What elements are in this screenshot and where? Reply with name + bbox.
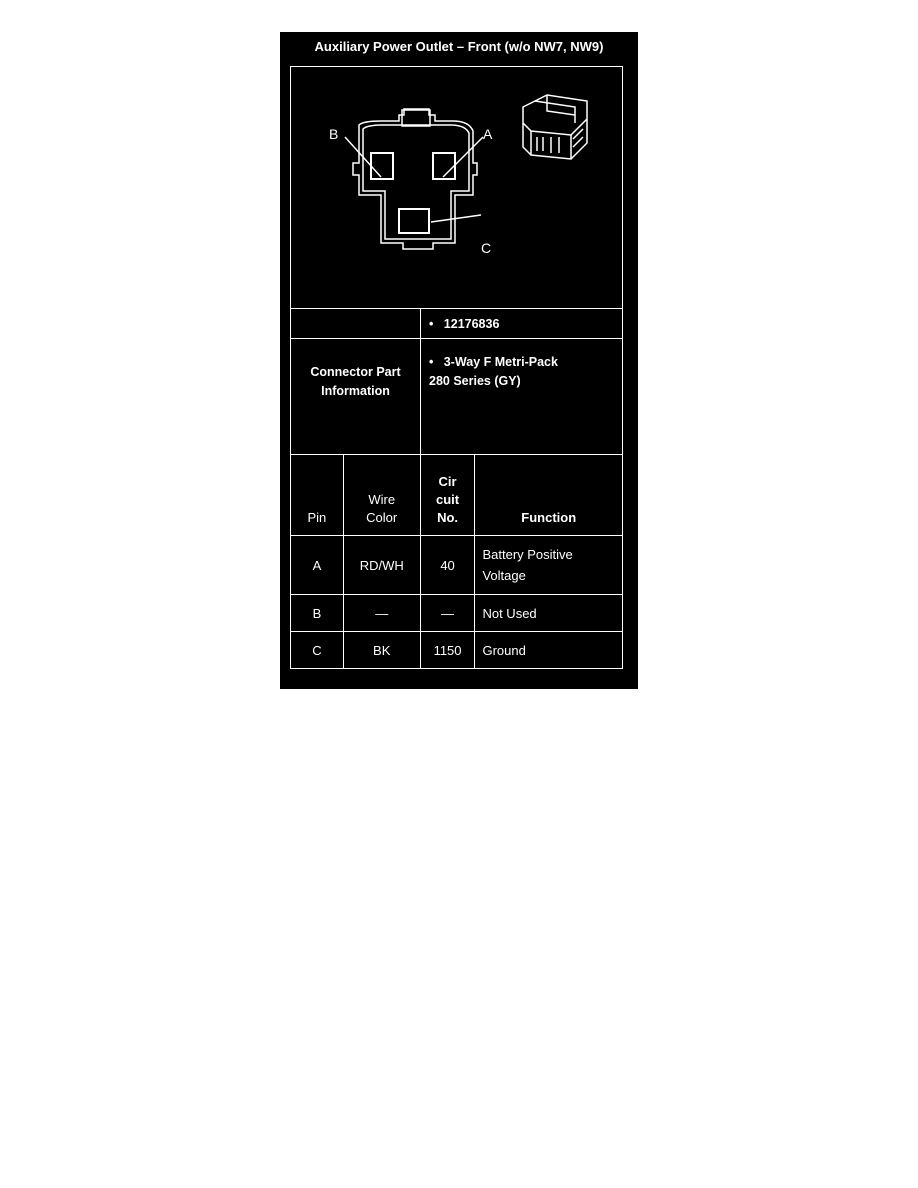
connector-latch (401, 109, 431, 127)
terminal-c (398, 208, 430, 234)
table-row: C BK 1150 Ground (290, 631, 623, 669)
cell-pin: C (290, 631, 344, 669)
cell-function: Not Used (474, 594, 623, 632)
cell-pin: B (290, 594, 344, 632)
connector-face-outline (352, 108, 478, 250)
cell-wire-color: — (342, 594, 421, 632)
cell-pin: A (290, 535, 344, 595)
leader-a (442, 136, 484, 178)
leader-c (430, 214, 482, 223)
connector-info-label-line2: Information (321, 384, 390, 398)
callout-a: A (483, 126, 493, 142)
cell-circuit: 1150 (419, 631, 476, 669)
callout-c: C (481, 240, 491, 256)
connector-description-2: 280 Series (GY) (429, 374, 521, 388)
connector-diagram: B A C (329, 94, 588, 256)
connector-info-box: Connector Part Information • 12176836 • … (290, 308, 623, 455)
terminal-b (370, 152, 394, 180)
cell-wire-color: RD/WH (342, 535, 421, 595)
part-number: 12176836 (443, 317, 500, 331)
connector-description-1: 3-Way F Metri-Pack (443, 355, 558, 369)
cell-function: Ground (474, 631, 623, 669)
connector-info-label-line1: Connector Part (310, 365, 401, 379)
table-row: B — — Not Used (290, 594, 623, 632)
leader-b (344, 136, 382, 178)
connector-info-values: • 12176836 • 3-Way F Metri-Pack 280 Seri… (429, 315, 558, 391)
connector-3d-icon (522, 94, 588, 160)
description-line: • 3-Way F Metri-Pack (429, 355, 558, 369)
page-title: Auxiliary Power Outlet – Front (w/o NW7,… (314, 39, 604, 54)
cell-circuit: 40 (419, 535, 476, 595)
connector-panel: Auxiliary Power Outlet – Front (w/o NW7,… (280, 32, 638, 689)
cell-wire-color: BK (342, 631, 421, 669)
header-function: Function (474, 454, 623, 536)
connector-face-inner (362, 124, 470, 240)
header-pin: Pin (290, 454, 344, 536)
cell-circuit: — (419, 594, 476, 632)
connector-diagram-box: B A C (290, 66, 623, 339)
part-number-line: • 12176836 (429, 317, 500, 331)
callout-b: B (329, 126, 338, 142)
connector-info-label: Connector Part Information (291, 309, 421, 455)
